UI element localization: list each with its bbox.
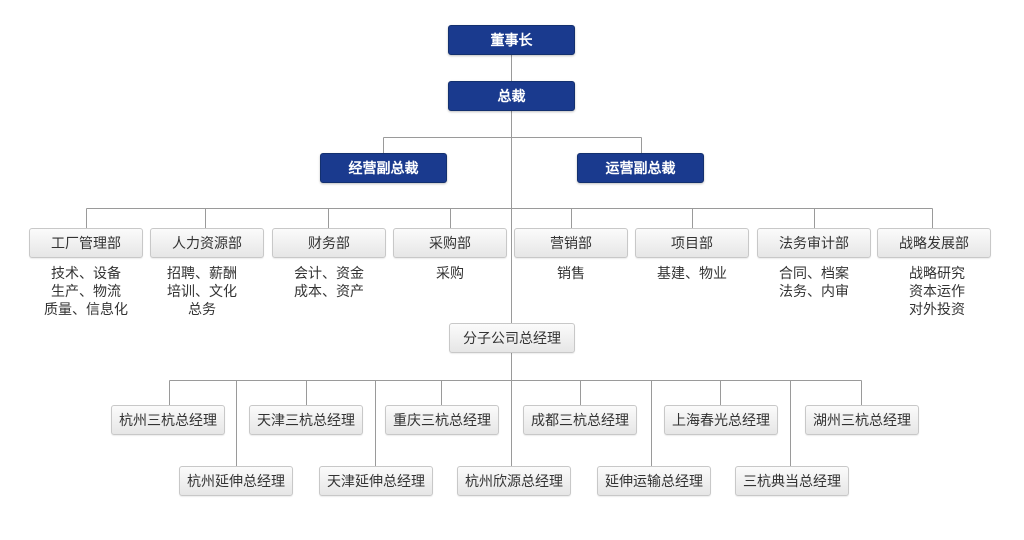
branch-hangzhou-xinyuan[interactable]: 杭州欣源总经理 [457, 466, 571, 496]
branch-tianjin-yanshen[interactable]: 天津延伸总经理 [319, 466, 433, 496]
branch-shanghai-chunguang[interactable]: 上海春光总经理 [664, 405, 778, 435]
branch-huzhou-sanhang[interactable]: 湖州三杭总经理 [805, 405, 919, 435]
dept-purchasing[interactable]: 采购部 [393, 228, 507, 258]
dept-factory-management[interactable]: 工厂管理部 [29, 228, 143, 258]
dept-strategy-duties: 战略研究 资本运作 对外投资 [880, 265, 994, 319]
duty-line: 生产、物流 [51, 284, 121, 300]
dept-projects-duties: 基建、物业 [635, 265, 749, 283]
dept-factory-management-duties: 技术、设备 生产、物流 质量、信息化 [29, 265, 143, 319]
branch-sanhang-pawn[interactable]: 三杭典当总经理 [735, 466, 849, 496]
branch-tianjin-sanhang[interactable]: 天津三杭总经理 [249, 405, 363, 435]
duty-line: 资本运作 [909, 284, 965, 300]
operations-vp-box[interactable]: 运营副总裁 [577, 153, 704, 183]
dept-purchasing-duties: 采购 [393, 265, 507, 283]
business-vp-box[interactable]: 经营副总裁 [320, 153, 447, 183]
duty-line: 招聘、薪酬 [167, 266, 237, 282]
dept-human-resources[interactable]: 人力资源部 [150, 228, 264, 258]
president-box[interactable]: 总裁 [448, 81, 575, 111]
duty-line: 技术、设备 [51, 266, 121, 282]
branch-hangzhou-sanhang[interactable]: 杭州三杭总经理 [111, 405, 225, 435]
duty-line: 销售 [557, 266, 585, 282]
chairman-box[interactable]: 董事长 [448, 25, 575, 55]
dept-human-resources-duties: 招聘、薪酬 培训、文化 总务 [145, 265, 259, 319]
dept-legal-audit-duties: 合同、档案 法务、内审 [757, 265, 871, 301]
duty-line: 采购 [436, 266, 464, 282]
duty-line: 质量、信息化 [44, 302, 128, 318]
dept-strategy[interactable]: 战略发展部 [877, 228, 991, 258]
dept-finance-duties: 会计、资金 成本、资产 [272, 265, 386, 301]
duty-line: 合同、档案 [779, 266, 849, 282]
dept-finance[interactable]: 财务部 [272, 228, 386, 258]
branch-yanshen-transport[interactable]: 延伸运输总经理 [597, 466, 711, 496]
duty-line: 成本、资产 [294, 284, 364, 300]
branch-hangzhou-yanshen[interactable]: 杭州延伸总经理 [179, 466, 293, 496]
subsidiary-head-box[interactable]: 分子公司总经理 [449, 323, 575, 353]
duty-line: 法务、内审 [779, 284, 849, 300]
duty-line: 战略研究 [909, 266, 965, 282]
duty-line: 总务 [188, 302, 216, 318]
dept-marketing[interactable]: 营销部 [514, 228, 628, 258]
dept-marketing-duties: 销售 [514, 265, 628, 283]
dept-projects[interactable]: 项目部 [635, 228, 749, 258]
duty-line: 会计、资金 [294, 266, 364, 282]
duty-line: 培训、文化 [167, 284, 237, 300]
branch-chongqing-sanhang[interactable]: 重庆三杭总经理 [385, 405, 499, 435]
dept-legal-audit[interactable]: 法务审计部 [757, 228, 871, 258]
duty-line: 基建、物业 [657, 266, 727, 282]
duty-line: 对外投资 [909, 302, 965, 318]
branch-chengdu-sanhang[interactable]: 成都三杭总经理 [523, 405, 637, 435]
